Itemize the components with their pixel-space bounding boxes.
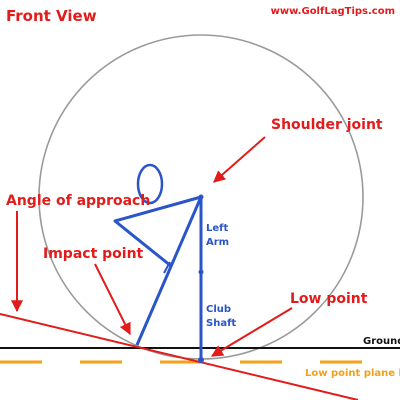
low-point-arrow (210, 307, 293, 357)
golfer-torso (113, 195, 202, 268)
shoulder-joint-arrow (213, 136, 266, 183)
low-point-label: Low point (290, 291, 368, 307)
diagram-title: Front View (6, 7, 97, 25)
low-point-plane-line-label: Low point plane line (305, 368, 400, 379)
low-point-dot (198, 357, 204, 363)
impact-point-label: Impact point (43, 246, 144, 262)
impact-point-arrow (94, 263, 131, 336)
wrist-joint-dot (198, 269, 204, 275)
ground-label: Ground (363, 336, 400, 347)
left-arm-label-line2: Arm (206, 237, 229, 248)
golfer-right-arm (135, 196, 203, 346)
shoulder-joint-label: Shoulder joint (271, 117, 383, 133)
club-shaft-label-line2: Shaft (206, 318, 236, 329)
website-label: www.GolfLagTips.com (271, 6, 395, 17)
angle-of-approach-line (0, 313, 359, 400)
golfer-head (136, 163, 164, 205)
shoulder-joint-dot (198, 194, 204, 200)
left-arm-label-line1: Left (206, 223, 229, 234)
club-shaft-label-line1: Club (206, 304, 231, 315)
golfer-hand-detail (163, 261, 171, 274)
angle-of-approach-label: Angle of approach (6, 193, 150, 209)
